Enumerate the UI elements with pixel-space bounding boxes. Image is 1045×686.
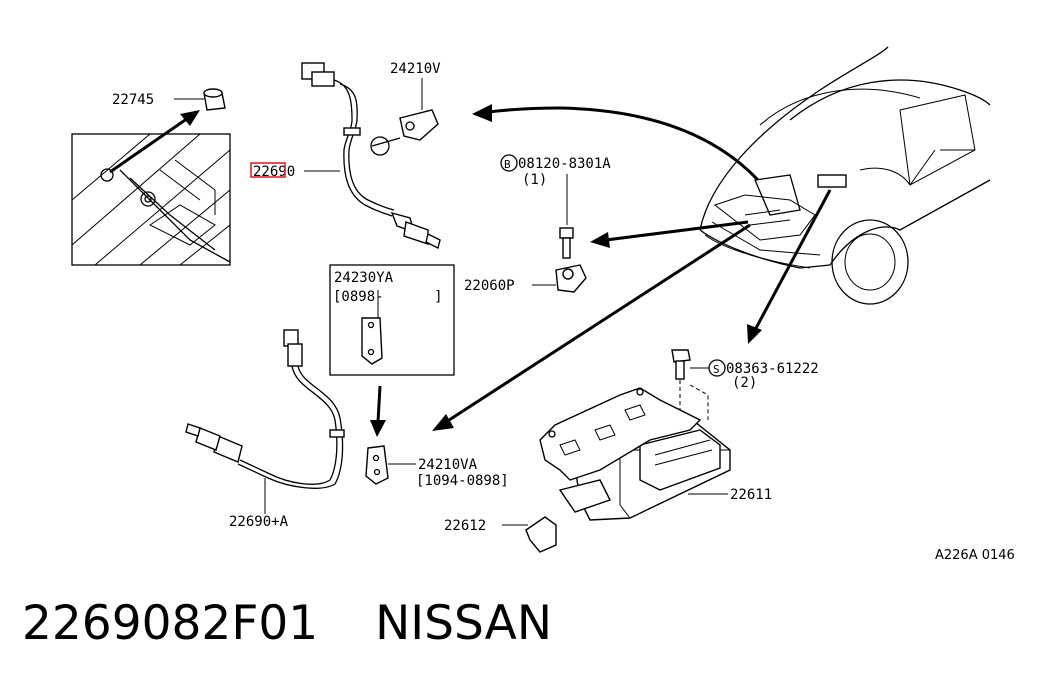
part-22690a-sensor [185, 329, 345, 514]
label-08120-qty: (1) [522, 172, 547, 188]
bolt-callout-08363: S [708, 359, 726, 377]
detail-box-24230ya [329, 264, 455, 376]
label-08363: 08363-61222 [726, 361, 819, 377]
label-22690a: 22690+A [229, 514, 289, 530]
part-ecm-bracket [539, 387, 702, 513]
label-08363-prefix: S [713, 363, 720, 376]
brand-name: NISSAN [375, 596, 552, 651]
arrow-to-24210va [432, 223, 751, 431]
part-08363-bolt [671, 349, 709, 420]
label-24210va: 24210VA [418, 457, 478, 473]
part-number: 2269082F01 [22, 596, 319, 651]
label-22611: 22611 [730, 487, 772, 503]
highlight-box [250, 162, 286, 178]
label-22612: 22612 [444, 518, 486, 534]
part-08120-bolt [559, 227, 574, 259]
part-24210v-clamp [370, 78, 439, 156]
part-22690-sensor [301, 62, 441, 250]
label-24210va-range: [1094-0898] [416, 473, 509, 489]
part-22060p-knock-sensor [532, 264, 587, 293]
car-illustration [699, 46, 991, 305]
footer-caption: 2269082F01 NISSAN [22, 596, 552, 666]
arrow-down-24230ya [370, 385, 386, 437]
label-08363-qty: (2) [732, 375, 757, 391]
label-24230ya: 24230YA [334, 270, 394, 286]
label-22060p: 22060P [464, 278, 515, 294]
label-08120-prefix: B [504, 158, 511, 171]
label-22745: 22745 [112, 92, 154, 108]
part-24210va-clamp [365, 445, 416, 485]
label-24210v: 24210V [390, 61, 441, 77]
arrow-22745 [109, 110, 200, 174]
arrow-to-24210v [472, 104, 760, 182]
arrow-to-knock-sensor [590, 220, 749, 248]
part-22745-plug [174, 88, 226, 111]
arrow-to-ecm [747, 189, 832, 344]
label-24230ya-range: [0898- ] [333, 289, 443, 305]
inset-detail-view [71, 133, 231, 266]
label-08120: 08120-8301A [518, 156, 611, 172]
part-22612-bracket [502, 516, 557, 553]
bolt-callout-08120: B [500, 154, 518, 172]
diagram-code: A226A 0146 [935, 548, 1015, 563]
